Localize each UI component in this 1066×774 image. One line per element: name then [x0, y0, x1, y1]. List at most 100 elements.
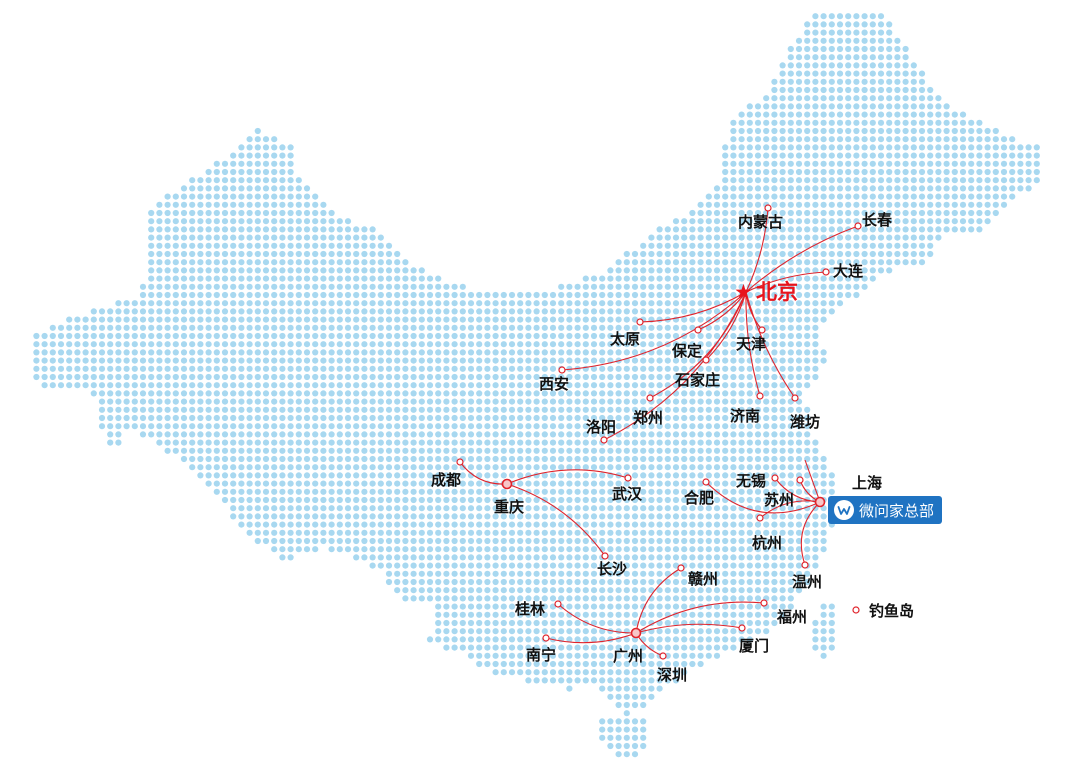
land-dot	[369, 398, 376, 405]
land-dot	[238, 488, 245, 495]
land-dot	[779, 226, 786, 233]
land-dot	[336, 529, 343, 536]
land-dot	[287, 193, 294, 200]
land-dot	[607, 332, 614, 340]
land-dot	[230, 201, 237, 208]
city-marker-luoyang	[600, 436, 608, 444]
land-dot	[943, 144, 950, 151]
land-dot	[90, 365, 97, 372]
land-dot	[648, 472, 655, 479]
land-dot	[672, 226, 680, 233]
land-dot	[402, 324, 409, 331]
land-dot	[812, 365, 819, 372]
land-dot	[681, 472, 688, 479]
land-dot	[566, 587, 573, 594]
land-dot	[254, 177, 261, 184]
land-dot	[697, 365, 704, 372]
land-dot	[590, 603, 598, 610]
land-dot	[230, 357, 237, 364]
headquarters-badge[interactable]: 微问家总部	[828, 496, 943, 524]
land-dot	[763, 119, 770, 126]
land-dot	[533, 513, 540, 520]
land-dot	[771, 316, 778, 323]
land-dot	[804, 78, 811, 85]
land-dot	[508, 472, 516, 479]
land-dot	[467, 398, 475, 405]
land-dot	[722, 636, 729, 643]
land-dot	[763, 185, 770, 192]
land-dot	[508, 414, 516, 422]
land-dot	[763, 439, 770, 446]
land-dot	[361, 439, 368, 446]
land-dot	[123, 365, 130, 372]
land-dot	[410, 513, 417, 520]
city-label-weifang: 潍坊	[790, 413, 820, 431]
land-dot	[877, 259, 885, 266]
land-dot	[500, 447, 507, 454]
land-dot	[230, 308, 237, 315]
land-dot	[648, 496, 655, 504]
land-dot	[303, 447, 311, 454]
land-dot	[607, 513, 614, 520]
land-dot	[713, 349, 721, 356]
land-dot	[754, 406, 762, 413]
land-dot	[771, 496, 778, 504]
land-dot	[508, 455, 516, 463]
land-dot	[738, 218, 745, 225]
land-dot	[845, 168, 852, 176]
land-dot	[746, 259, 753, 266]
land-dot	[1000, 168, 1008, 176]
land-dot	[804, 160, 811, 167]
land-dot	[722, 193, 729, 200]
land-dot	[107, 373, 114, 381]
land-dot	[205, 283, 212, 290]
land-dot	[664, 390, 671, 397]
land-dot	[853, 259, 860, 266]
land-dot	[804, 308, 811, 315]
land-dot	[615, 554, 622, 561]
land-dot	[738, 554, 745, 561]
land-dot	[558, 595, 565, 602]
land-dot	[156, 406, 163, 413]
land-dot	[623, 439, 630, 446]
land-dot	[385, 275, 393, 282]
land-dot	[418, 513, 425, 520]
land-dot	[812, 267, 819, 274]
land-dot	[238, 357, 245, 364]
land-dot	[787, 505, 794, 512]
land-dot	[804, 136, 811, 143]
land-dot	[640, 480, 647, 487]
land-dot	[180, 193, 188, 200]
land-dot	[787, 332, 794, 340]
land-dot	[812, 529, 819, 536]
land-dot	[517, 513, 524, 520]
land-dot	[713, 644, 721, 651]
land-dot	[918, 86, 926, 94]
land-dot	[754, 341, 762, 348]
land-dot	[1009, 152, 1016, 159]
land-dot	[754, 496, 762, 504]
city-marker-taiyuan	[636, 318, 644, 326]
land-dot	[328, 349, 335, 356]
land-dot	[279, 234, 286, 241]
land-dot	[189, 259, 196, 266]
land-dot	[148, 406, 155, 413]
land-dot	[828, 185, 835, 192]
land-dot	[156, 398, 163, 405]
land-dot	[303, 488, 311, 495]
land-dot	[558, 357, 565, 364]
land-dot	[615, 398, 622, 405]
land-dot	[180, 406, 188, 413]
land-dot	[271, 250, 278, 258]
land-dot	[869, 267, 876, 274]
land-dot	[697, 587, 704, 594]
land-dot	[607, 341, 614, 348]
land-dot	[484, 660, 491, 668]
land-dot	[968, 177, 975, 184]
land-dot	[623, 259, 630, 266]
land-dot	[623, 718, 630, 725]
land-dot	[115, 324, 122, 331]
land-dot	[156, 439, 163, 446]
land-dot	[812, 13, 819, 20]
land-dot	[787, 259, 794, 266]
